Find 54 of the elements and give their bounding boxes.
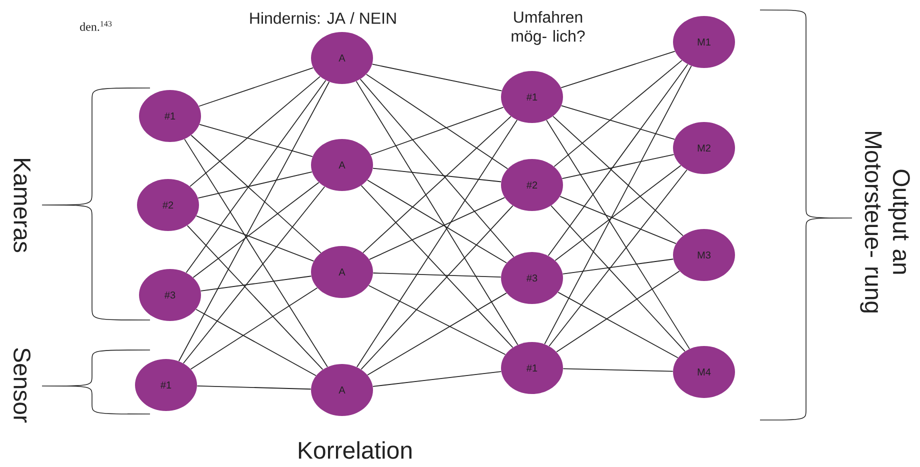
connection-line — [544, 66, 692, 344]
connection-line — [182, 186, 326, 364]
connection-line — [199, 124, 313, 158]
connection-line — [368, 197, 506, 260]
text-label: Umfahren mög- lich? — [512, 11, 585, 45]
connection-line — [558, 292, 678, 358]
connection-line — [562, 258, 674, 274]
connection-line — [552, 116, 684, 236]
text-label: Korrelation — [298, 441, 412, 459]
connection-line — [546, 120, 690, 350]
connection-line — [178, 81, 330, 362]
connection-line — [550, 205, 686, 352]
connection-line — [196, 385, 312, 390]
connection-line — [360, 78, 514, 258]
connection-line — [548, 64, 688, 256]
text-label: Sensor — [14, 348, 30, 423]
connection-line — [200, 276, 312, 292]
connection-line — [196, 308, 316, 376]
text-label: Kameras — [14, 158, 30, 252]
connection-line — [368, 285, 506, 355]
connection-line — [360, 205, 514, 370]
connection-line — [184, 138, 328, 368]
connection-line — [356, 80, 518, 346]
connection-line — [360, 185, 514, 348]
connection-line — [186, 80, 326, 274]
connection-line — [196, 215, 314, 262]
connection-line — [548, 169, 688, 347]
connection-line — [372, 371, 502, 387]
connection-line — [372, 64, 502, 92]
connection-line — [560, 50, 676, 88]
connection-line — [560, 105, 676, 140]
connection-line — [554, 165, 682, 261]
connection-line — [190, 134, 322, 254]
connection-line — [370, 106, 504, 156]
connection-line — [562, 368, 674, 372]
connection-line — [186, 225, 324, 370]
connection-line — [362, 116, 512, 254]
connection-line — [372, 168, 502, 182]
connection-line — [372, 272, 502, 278]
connection-line — [367, 292, 507, 376]
connection-line — [366, 74, 508, 170]
connection-line — [367, 180, 507, 264]
connection-line — [556, 270, 680, 352]
connection-line — [190, 287, 318, 370]
connection-line — [356, 120, 518, 368]
connection-line — [198, 67, 314, 107]
connection-line — [190, 76, 320, 187]
text-label: den.$^{143}$ — [80, 21, 112, 31]
text-label: Output an Motorsteue- rung — [860, 132, 910, 312]
connection-line — [198, 171, 312, 199]
connection-line — [560, 196, 676, 244]
connection-line — [554, 60, 682, 168]
connection-line — [192, 182, 320, 278]
connection-line — [562, 154, 674, 179]
